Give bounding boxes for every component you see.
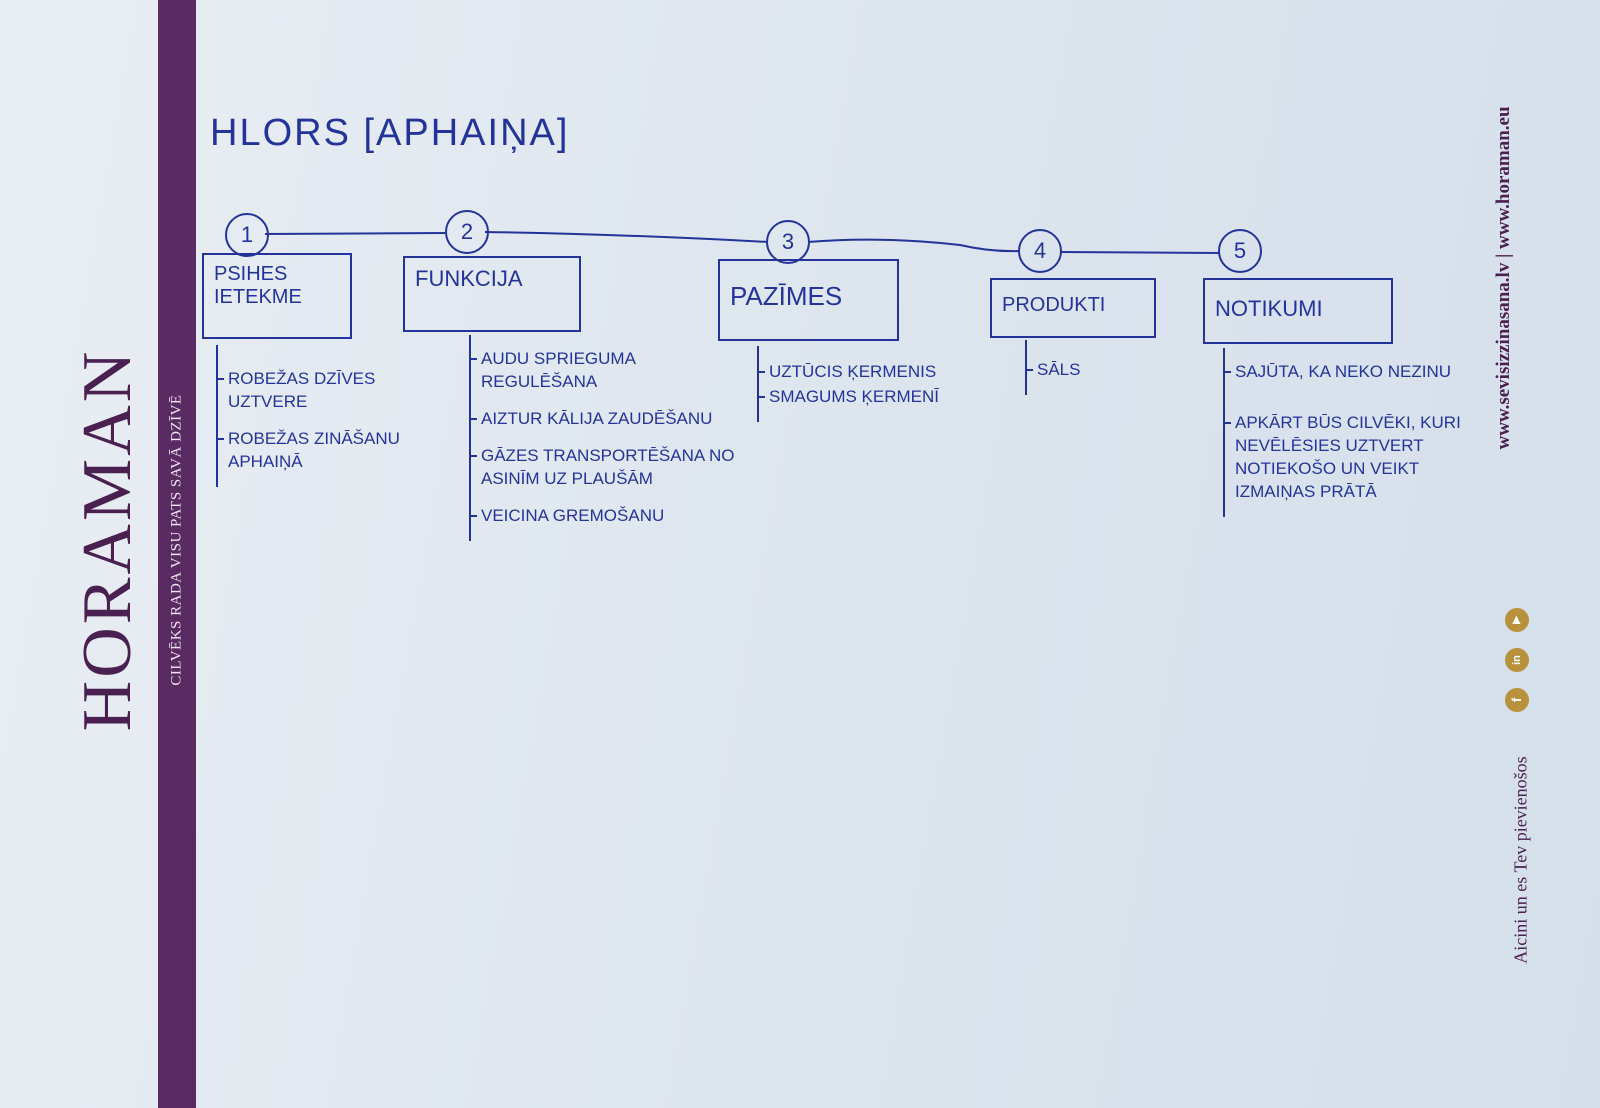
node-number: 4 (1018, 229, 1062, 273)
node-items: AUDU SPRIEGUMA REGULĒŠANA AIZTUR KĀLIJA … (469, 335, 741, 541)
node-number: 2 (445, 210, 489, 254)
list-item: APKĀRT BŪS CILVĒKI, KURI NEVĒLĒSIES UZTV… (1223, 411, 1490, 503)
node-items: UZTŪCIS ĶERMENIS SMAGUMS ĶERMENĪ (757, 346, 999, 422)
list-item: VEICINA GREMOŠANU (469, 504, 741, 527)
list-item: GĀZES TRANSPORTĒŠANA NO ASINĪM UZ PLAUŠĀ… (469, 444, 741, 490)
node-items: SAJŪTA, KA NEKO NEZINU APKĀRT BŪS CILVĒK… (1223, 348, 1485, 517)
list-item: ROBEŽAS DZĪVES UZTVERE (216, 367, 438, 413)
node-label: PRODUKTI (990, 278, 1156, 338)
list-item: SMAGUMS ĶERMENĪ (757, 385, 999, 408)
list-item: AUDU SPRIEGUMA REGULĒŠANA (469, 347, 741, 393)
list-item: ROBEŽAS ZINĀŠANU APHAIŅĀ (216, 427, 438, 473)
list-item: SAJŪTA, KA NEKO NEZINU (1223, 360, 1455, 383)
node-number: 1 (225, 213, 269, 257)
list-item: UZTŪCIS ĶERMENIS (757, 360, 999, 383)
list-item: AIZTUR KĀLIJA ZAUDĒŠANU (469, 407, 741, 430)
node-number: 3 (766, 220, 810, 264)
node-label: PAZĪMES (718, 259, 899, 341)
node-label: NOTIKUMI (1203, 278, 1393, 344)
diagram-title: HLORS [APHAIŅA] (210, 112, 570, 154)
node-items: ROBEŽAS DZĪVES UZTVERE ROBEŽAS ZINĀŠANU … (216, 345, 438, 487)
node-label: PSIHES IETEKME (202, 253, 352, 339)
node-items: SĀLS (1025, 340, 1127, 395)
node-number: 5 (1218, 229, 1262, 273)
list-item: SĀLS (1025, 358, 1127, 381)
node-label: FUNKCIJA (403, 256, 581, 332)
brand-stripe (158, 0, 196, 1108)
